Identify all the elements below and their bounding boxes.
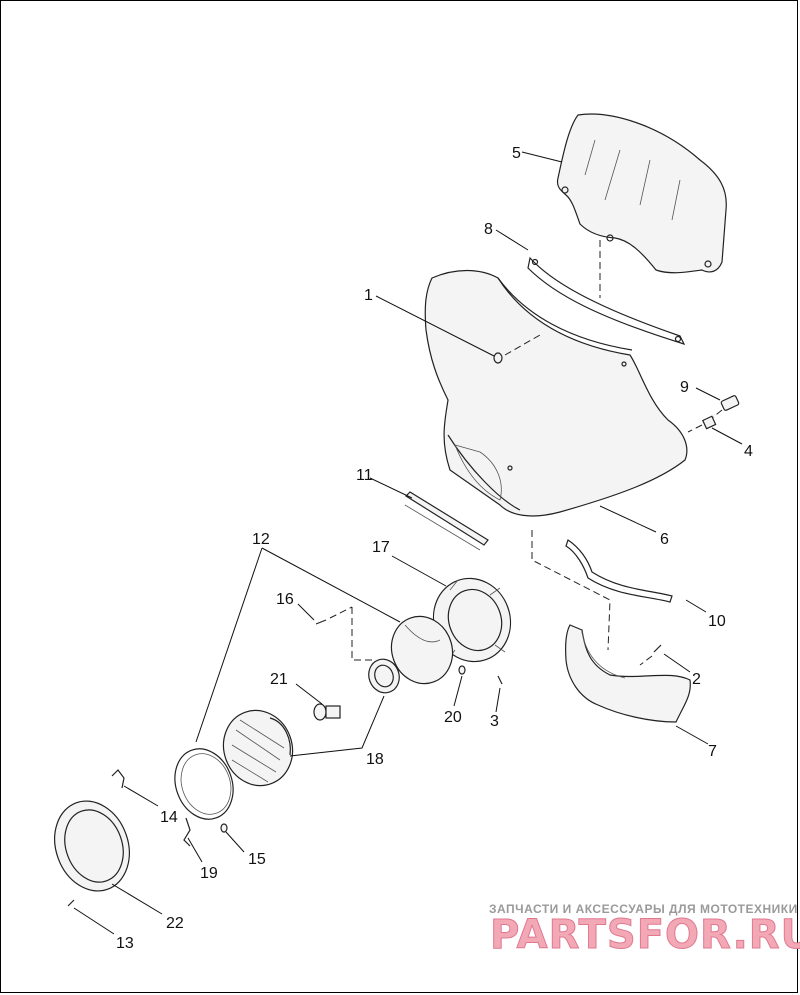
callout-20: 20 [444,709,462,726]
part-clip [183,817,191,847]
callout-6: 6 [660,531,669,548]
callout-22: 22 [166,915,184,932]
callout-15: 15 [248,851,266,868]
part-trim-strip [527,256,686,345]
part-mounting-ring [390,615,454,685]
callout-14: 14 [160,809,178,826]
leader-lines [73,151,743,935]
part-fairing [424,269,688,517]
watermark: ЗАПЧАСТИ И АКСЕССУАРЫ ДЛЯ МОТОТЕХНИКИ PA… [489,902,800,959]
part-screw-16 [315,606,353,625]
part-lower-cover [565,624,691,723]
part-mirror-stud [711,395,740,419]
part-sealed-beam [222,709,294,787]
callout-2: 2 [692,671,701,688]
part-retaining-ring [174,748,234,820]
callout-10: 10 [708,613,726,630]
part-screw-3 [497,675,503,685]
callout-1: 1 [364,287,373,304]
callout-19: 19 [200,865,218,882]
callout-16: 16 [276,591,294,608]
callout-7: 7 [708,743,717,760]
callout-4: 4 [744,443,753,460]
part-nut [687,415,717,433]
callout-18: 18 [366,751,384,768]
callout-5: 5 [512,145,521,162]
part-screw-1 [493,334,541,364]
callout-12: 12 [252,531,270,548]
callout-21: 21 [270,671,288,688]
part-screw-2 [639,644,662,666]
callout-8: 8 [484,221,493,238]
callout-13: 13 [116,935,134,952]
part-bracket-strap [565,539,673,603]
watermark-logo: PARTSFOR.RU [490,912,800,958]
part-spring [111,769,125,789]
callout-9: 9 [680,379,689,396]
part-socket-boot [368,658,400,694]
callout-17: 17 [372,539,390,556]
part-trim-ring [54,800,130,892]
part-bulb [313,703,341,721]
callout-labels: 1 2 3 4 5 6 7 8 9 10 11 12 13 14 15 16 1… [116,145,753,952]
callout-11: 11 [356,467,373,484]
callout-3: 3 [490,713,499,730]
part-screw-20 [458,665,466,675]
part-screw-13 [67,899,75,907]
part-windshield [556,113,727,274]
part-screw-15 [220,823,228,833]
part-seal-strip [404,491,489,551]
watermark-tagline: ЗАПЧАСТИ И АКСЕССУАРЫ ДЛЯ МОТОТЕХНИКИ [489,902,798,916]
